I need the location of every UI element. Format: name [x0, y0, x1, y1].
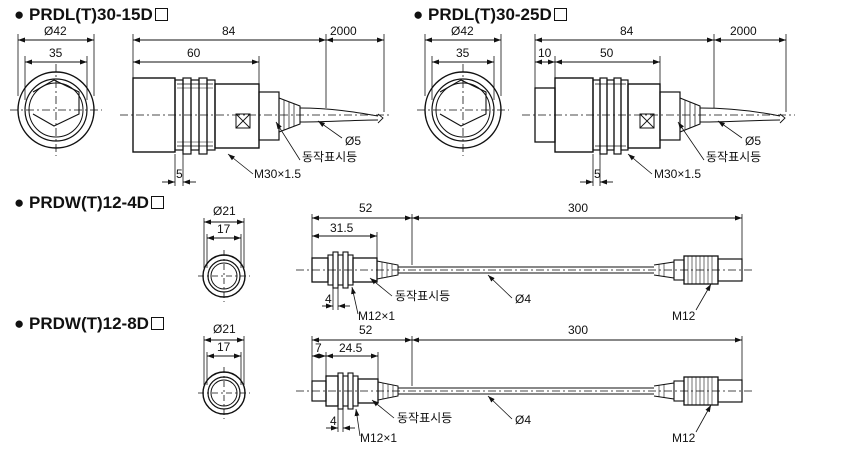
dim-cable-dia: Ø4: [515, 292, 531, 306]
labels-prdl30-15d: Ø42 35 84 60 2000 Ø5 동작표시등 5 M30×1.5: [44, 24, 361, 181]
dim-cable-len: 300: [568, 323, 588, 337]
dim-protrude: 7: [315, 341, 322, 355]
drawing-prdl30-25d: [417, 34, 795, 186]
dim-face-dia: Ø21: [213, 322, 236, 336]
drawing-prdl30-15d: [10, 34, 392, 186]
led-label: 동작표시등: [397, 411, 452, 425]
labels-prdw12-4d: Ø21 17 52 31.5 300 4 동작표시등 M12×1 Ø4 M12: [213, 201, 696, 323]
side-view: [296, 336, 752, 437]
connector-label: M12: [672, 309, 696, 323]
dim-body-len: 31.5: [330, 221, 354, 235]
thread-label: M12×1: [358, 309, 395, 323]
dim-cable-dia: Ø5: [745, 134, 761, 148]
dim-face-inner: 17: [217, 222, 231, 236]
dim-thread-len: 4: [325, 292, 332, 306]
labels-prdw12-8d: Ø21 17 52 7 24.5 300 4 동작표시등 M12×1 Ø4 M1…: [213, 322, 696, 445]
dim-cable-len: 300: [568, 201, 588, 215]
dim-cable-len: 2000: [330, 24, 357, 38]
thread-label: M30×1.5: [254, 167, 301, 181]
front-view: [10, 34, 102, 156]
drawing-prdw12-8d: [198, 336, 752, 437]
dim-cable-dia: Ø5: [345, 134, 361, 148]
side-view: [522, 34, 795, 186]
thread-label: M12×1: [360, 431, 397, 445]
title-prdl30-25d: ● PRDL(T)30-25D: [413, 5, 567, 25]
drawing-prdw12-4d: [198, 214, 752, 315]
thread-label: M30×1.5: [654, 167, 701, 181]
dim-total-len: 52: [359, 323, 373, 337]
title-prdw12-4d: ● PRDW(T)12-4D: [14, 193, 164, 213]
dim-total-len: 84: [620, 24, 634, 38]
front-view: [198, 336, 250, 419]
title-prdl30-15d: ● PRDL(T)30-15D: [14, 5, 168, 25]
dim-body-len: 60: [187, 46, 201, 60]
dim-thread-len: 4: [330, 414, 337, 428]
dim-cable-len: 2000: [730, 24, 757, 38]
dim-face-dia: Ø42: [451, 24, 474, 38]
side-view: [296, 214, 752, 315]
dim-face-dia: Ø42: [44, 24, 67, 38]
dim-thread-len: 5: [594, 167, 601, 181]
front-view: [417, 34, 509, 156]
dim-face-inner: 35: [456, 46, 470, 60]
dim-body-len: 24.5: [339, 341, 363, 355]
side-view: [120, 34, 392, 186]
dim-body-len: 50: [600, 46, 614, 60]
connector-label: M12: [672, 431, 696, 445]
dim-cable-dia: Ø4: [515, 413, 531, 427]
led-label: 동작표시등: [706, 150, 761, 164]
dim-thread-len: 5: [176, 167, 183, 181]
dim-protrude: 10: [538, 46, 552, 60]
dim-face-inner: 35: [49, 46, 63, 60]
labels-prdl30-25d: Ø42 35 84 10 50 2000 Ø5 동작표시등 5 M30×1.5: [451, 24, 761, 181]
dim-total-len: 52: [359, 201, 373, 215]
dim-face-inner: 17: [217, 340, 231, 354]
dim-total-len: 84: [222, 24, 236, 38]
front-view: [198, 218, 250, 302]
dim-face-dia: Ø21: [213, 204, 236, 218]
led-label: 동작표시등: [395, 289, 450, 303]
title-prdw12-8d: ● PRDW(T)12-8D: [14, 314, 164, 334]
led-label: 동작표시등: [302, 150, 357, 164]
